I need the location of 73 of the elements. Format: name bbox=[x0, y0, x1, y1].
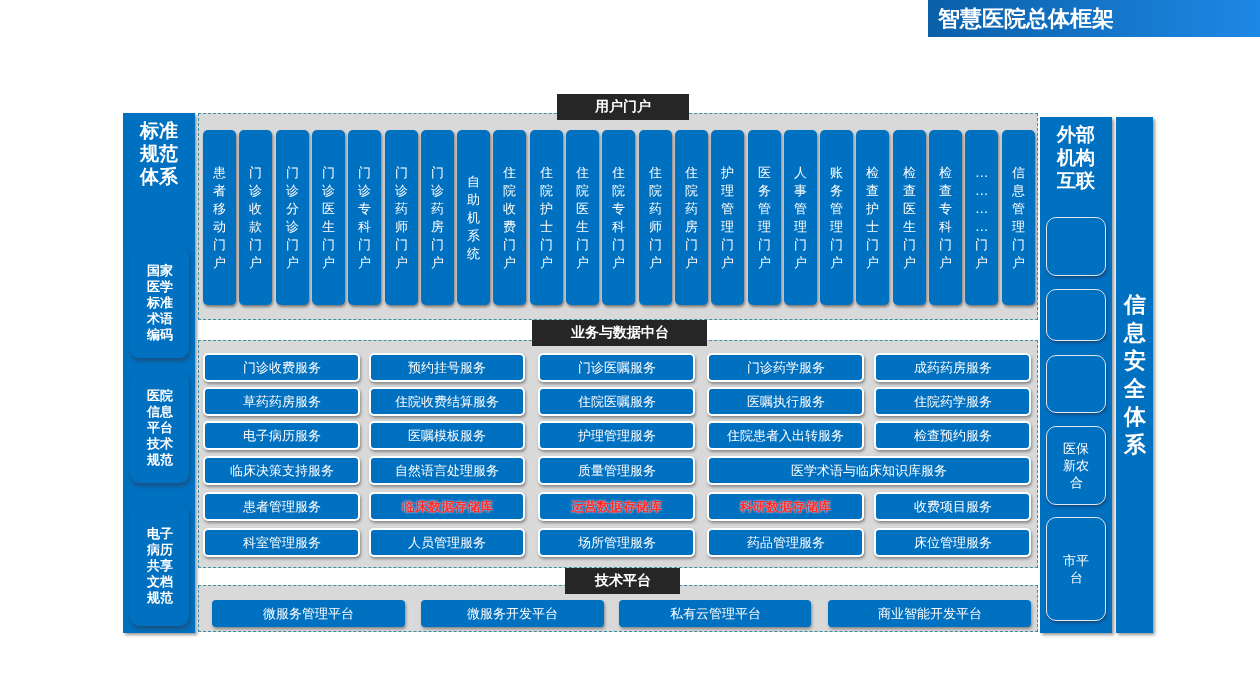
portal-column: 账务管理门户 bbox=[820, 130, 854, 305]
portal-column: 患者移动门户 bbox=[203, 130, 236, 305]
platform-box: 私有云管理平台 bbox=[619, 600, 811, 627]
portal-column: 住院收费门户 bbox=[493, 130, 527, 305]
service-box: 人员管理服务 bbox=[369, 528, 525, 557]
service-box: 床位管理服务 bbox=[874, 528, 1031, 557]
portal-column: 检查医生门户 bbox=[892, 130, 926, 305]
service-box: 患者管理服务 bbox=[203, 492, 360, 521]
service-box: 药品管理服务 bbox=[707, 528, 864, 557]
empty-box bbox=[1046, 217, 1106, 276]
service-box: 科室管理服务 bbox=[203, 528, 360, 557]
service-box: 医嘱模板服务 bbox=[369, 421, 525, 450]
service-box: 护理管理服务 bbox=[538, 421, 695, 450]
service-box: 电子病历服务 bbox=[203, 421, 360, 450]
service-box: 住院药学服务 bbox=[874, 387, 1031, 416]
portal-column: 信息管理门户 bbox=[1001, 130, 1035, 305]
title-bar: 智慧医院总体框架 bbox=[928, 0, 1260, 37]
service-box: 场所管理服务 bbox=[538, 528, 695, 557]
institution-box: 市平台 bbox=[1046, 517, 1106, 621]
service-box: 质量管理服务 bbox=[538, 456, 695, 485]
portal-column: 门诊药房门户 bbox=[420, 130, 454, 305]
portal-column: 住院专科门户 bbox=[602, 130, 636, 305]
portal-column: …………门户 bbox=[965, 130, 999, 305]
portal-column: 门诊医生门户 bbox=[311, 130, 345, 305]
portal-column: 住院医生门户 bbox=[566, 130, 599, 305]
portal-column: 医务管理门户 bbox=[747, 130, 781, 305]
portal-column: 住院药房门户 bbox=[674, 130, 708, 305]
empty-box bbox=[1046, 355, 1106, 413]
section-tab: 用户门户 bbox=[557, 94, 689, 120]
service-box: 运营数据存储库 bbox=[538, 492, 695, 521]
side-column bbox=[1040, 117, 1112, 633]
service-box: 门诊收费服务 bbox=[203, 353, 360, 382]
portal-column: 住院药师门户 bbox=[638, 130, 672, 305]
service-box: 科研数据存储库 bbox=[707, 492, 864, 521]
portal-column: 人事管理门户 bbox=[783, 130, 817, 305]
institution-box: 医保新农合 bbox=[1046, 426, 1106, 505]
side-column bbox=[123, 113, 195, 633]
portal-column: 门诊专科门户 bbox=[348, 130, 382, 305]
service-box: 医嘱执行服务 bbox=[707, 387, 864, 416]
section-tab: 业务与数据中台 bbox=[532, 320, 707, 346]
service-box: 医学术语与临床知识库服务 bbox=[707, 456, 1031, 485]
security-column: 信息安全体系 bbox=[1116, 117, 1153, 633]
service-box: 门诊药学服务 bbox=[707, 353, 864, 382]
portal-column: 门诊分诊门户 bbox=[275, 130, 309, 305]
service-box: 成药药房服务 bbox=[874, 353, 1031, 382]
service-box: 住院医嘱服务 bbox=[538, 387, 695, 416]
service-box: 临床决策支持服务 bbox=[203, 456, 360, 485]
column-heading: 标准规范体系 bbox=[138, 119, 179, 189]
service-box: 住院收费结算服务 bbox=[369, 387, 525, 416]
portal-column: 检查专科门户 bbox=[929, 130, 962, 305]
standard-box: 国家医学标准术语编码 bbox=[130, 247, 189, 358]
portal-column: 自助机系统 bbox=[457, 130, 491, 305]
service-box: 草药药房服务 bbox=[203, 387, 360, 416]
service-box: 预约挂号服务 bbox=[369, 353, 525, 382]
platform-box: 微服务管理平台 bbox=[212, 600, 405, 627]
service-box: 门诊医嘱服务 bbox=[538, 353, 695, 382]
service-box: 收费项目服务 bbox=[874, 492, 1031, 521]
portal-column: 门诊药师门户 bbox=[384, 130, 418, 305]
platform-box: 微服务开发平台 bbox=[421, 600, 604, 627]
service-box: 检查预约服务 bbox=[874, 421, 1031, 450]
portal-column: 门诊收款门户 bbox=[239, 130, 273, 305]
service-box: 住院患者入出转服务 bbox=[707, 421, 864, 450]
portal-column: 护理管理门户 bbox=[711, 130, 745, 305]
standard-box: 电子病历共享文档规范 bbox=[130, 505, 189, 626]
service-box: 临床数据存储库 bbox=[369, 492, 525, 521]
portal-column: 住院护士门户 bbox=[529, 130, 563, 305]
empty-box bbox=[1046, 289, 1106, 341]
service-box: 自然语言处理服务 bbox=[369, 456, 525, 485]
section-tab: 技术平台 bbox=[565, 568, 680, 594]
portal-column: 检查护士门户 bbox=[856, 130, 890, 305]
standard-box: 医院信息平台技术规范 bbox=[130, 372, 189, 483]
column-heading: 外部机构互联 bbox=[1055, 123, 1096, 193]
platform-box: 商业智能开发平台 bbox=[828, 600, 1031, 627]
